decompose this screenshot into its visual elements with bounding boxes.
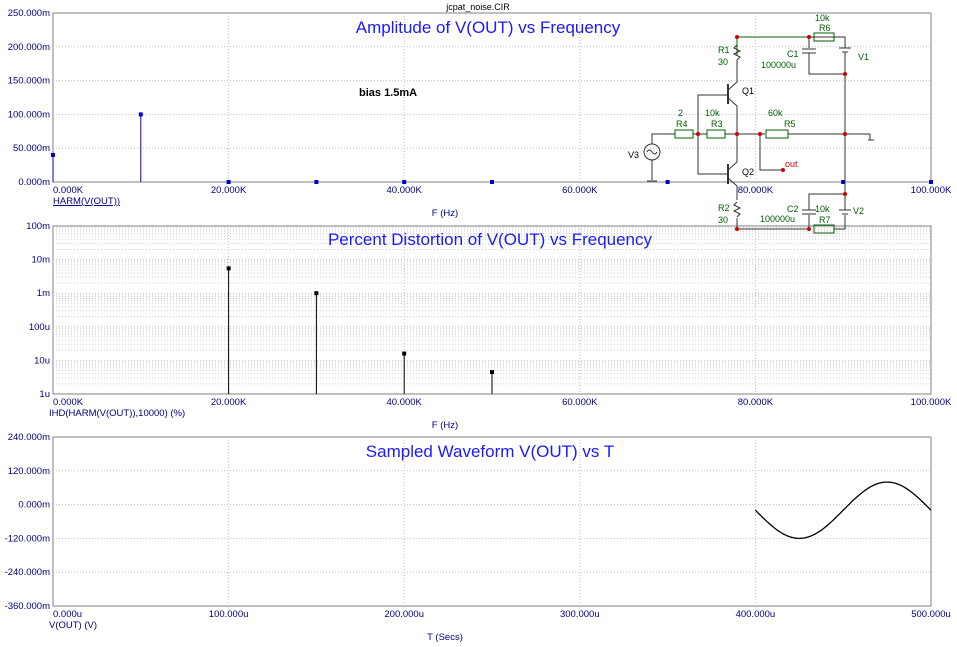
amplitude-plot-ylabel: HARM(V(OUT)) xyxy=(53,196,120,207)
distortion-plot-xlabel: F (Hz) xyxy=(432,420,458,431)
circuit-schematic xyxy=(643,32,874,234)
label-r5: R5 xyxy=(784,119,796,129)
waveform-plot: -360.000m -240.000m -120.000m 0.000m 120.000… xyxy=(5,432,951,643)
x-tick-label: 80.000K xyxy=(738,185,774,196)
value-r6: 10k xyxy=(815,13,830,23)
x-tick-label: 40.000K xyxy=(386,185,422,196)
harmonic-marker xyxy=(841,180,846,184)
x-tick-label: 100.000K xyxy=(911,397,952,408)
harmonic-marker xyxy=(929,180,933,184)
value-r5: 60k xyxy=(768,108,783,118)
y-tick-label: -240.000m xyxy=(5,567,51,578)
distortion-plot-ylabel: IHD(HARM(V(OUT)),10000) (%) xyxy=(49,408,185,419)
waveform-plot-title: Sampled Waveform V(OUT) vs T xyxy=(366,442,614,461)
harmonic-marker xyxy=(665,180,670,184)
y-tick-label: 100.000m xyxy=(8,109,50,120)
label-r6: R6 xyxy=(819,23,831,33)
x-tick-label: 20.000K xyxy=(211,397,247,408)
y-tick-label: 10u xyxy=(34,355,50,366)
label-c1: C1 xyxy=(787,49,799,59)
y-tick-label: 100u xyxy=(29,322,50,333)
amplitude-plot: 0.000m 50.000m 100.000m 150.000m 200.000m 250… xyxy=(8,8,952,219)
harmonic-marker xyxy=(314,291,319,296)
y-tick-label: 0.000m xyxy=(18,177,50,188)
value-r4: 2 xyxy=(678,108,683,118)
harmonic-marker xyxy=(226,180,231,184)
waveform-plot-xlabel: T (Secs) xyxy=(427,632,463,643)
label-out: out xyxy=(785,159,798,169)
x-tick-label: 20.000K xyxy=(211,185,247,196)
value-c1: 100000u xyxy=(761,60,796,70)
harmonic-marker xyxy=(490,370,494,375)
harmonic-marker xyxy=(314,180,319,184)
y-tick-label: 1m xyxy=(37,288,50,299)
x-tick-label: 40.000K xyxy=(386,397,422,408)
x-tick-label: 0.000K xyxy=(53,397,84,408)
y-tick-label: 250.000m xyxy=(8,8,50,19)
y-tick-label: -120.000m xyxy=(5,533,51,544)
y-tick-label: 200.000m xyxy=(8,42,50,53)
x-tick-label: 100.000u xyxy=(209,609,249,620)
amplitude-plot-xlabel: F (Hz) xyxy=(432,208,458,219)
waveform-plot-ylabel: V(OUT) (V) xyxy=(49,620,97,631)
label-r7: R7 xyxy=(819,215,831,225)
x-tick-label: 300.000u xyxy=(560,609,600,620)
value-r1: 30 xyxy=(718,57,728,67)
y-tick-label: 0.000m xyxy=(18,500,50,511)
value-r7: 10k xyxy=(815,204,830,214)
x-tick-label: 60.000K xyxy=(562,397,598,408)
label-r2: R2 xyxy=(718,203,730,213)
label-q2: Q2 xyxy=(742,167,754,177)
value-r2: 30 xyxy=(718,215,728,225)
harmonic-marker xyxy=(226,266,231,271)
y-tick-label: -360.000m xyxy=(5,601,51,612)
label-v1: V1 xyxy=(858,52,869,62)
value-c2: 100000u xyxy=(760,214,795,224)
harmonic-marker xyxy=(490,180,494,184)
bias-annotation: bias 1.5mA xyxy=(359,87,417,99)
resistor-r1 xyxy=(732,44,742,61)
x-tick-label: 400.000u xyxy=(736,609,776,620)
label-r1: R1 xyxy=(718,45,730,55)
x-tick-label: 0.000u xyxy=(53,609,82,620)
label-r3: R3 xyxy=(711,119,723,129)
distortion-plot-title: Percent Distortion of V(OUT) vs Frequenc… xyxy=(328,230,653,249)
label-r4: R4 xyxy=(676,119,688,129)
x-tick-label: 80.000K xyxy=(738,397,774,408)
x-tick-label: 500.000u xyxy=(911,609,951,620)
y-tick-label: 150.000m xyxy=(8,76,50,87)
x-tick-label: 100.000K xyxy=(911,185,952,196)
value-r3: 10k xyxy=(705,108,720,118)
harmonic-marker xyxy=(402,351,407,356)
harmonic-marker xyxy=(402,180,407,184)
y-tick-label: 1u xyxy=(39,389,50,400)
label-v2: V2 xyxy=(853,206,864,216)
y-tick-label: 100m xyxy=(26,221,50,232)
waveform-line xyxy=(754,481,932,540)
window-title: jcpat_noise.CIR xyxy=(445,2,510,12)
label-q1: Q1 xyxy=(742,86,754,96)
resistor-r2 xyxy=(732,201,742,218)
harmonic-marker xyxy=(51,152,55,157)
label-v3: V3 xyxy=(628,150,639,160)
y-tick-label: 120.000m xyxy=(8,466,50,477)
resistor-r6 xyxy=(813,32,835,42)
harmonic-marker xyxy=(138,112,143,117)
y-tick-label: 240.000m xyxy=(8,432,50,443)
label-c2: C2 xyxy=(787,204,799,214)
circuit-labels: R1 30 R2 30 R3 10k R4 2 R5 60k R6 10k R7… xyxy=(628,13,869,225)
y-tick-label: 50.000m xyxy=(13,143,50,154)
distortion-plot: 1u 10u 100u 1m 10m 100m 0.000K 20.000K 40.000K 6… xyxy=(26,221,952,431)
y-tick-label: 10m xyxy=(32,255,51,266)
x-tick-label: 200.000u xyxy=(384,609,424,620)
amplitude-plot-title: Amplitude of V(OUT) vs Frequency xyxy=(356,18,621,37)
x-tick-label: 0.000K xyxy=(53,185,84,196)
x-tick-label: 60.000K xyxy=(562,185,598,196)
